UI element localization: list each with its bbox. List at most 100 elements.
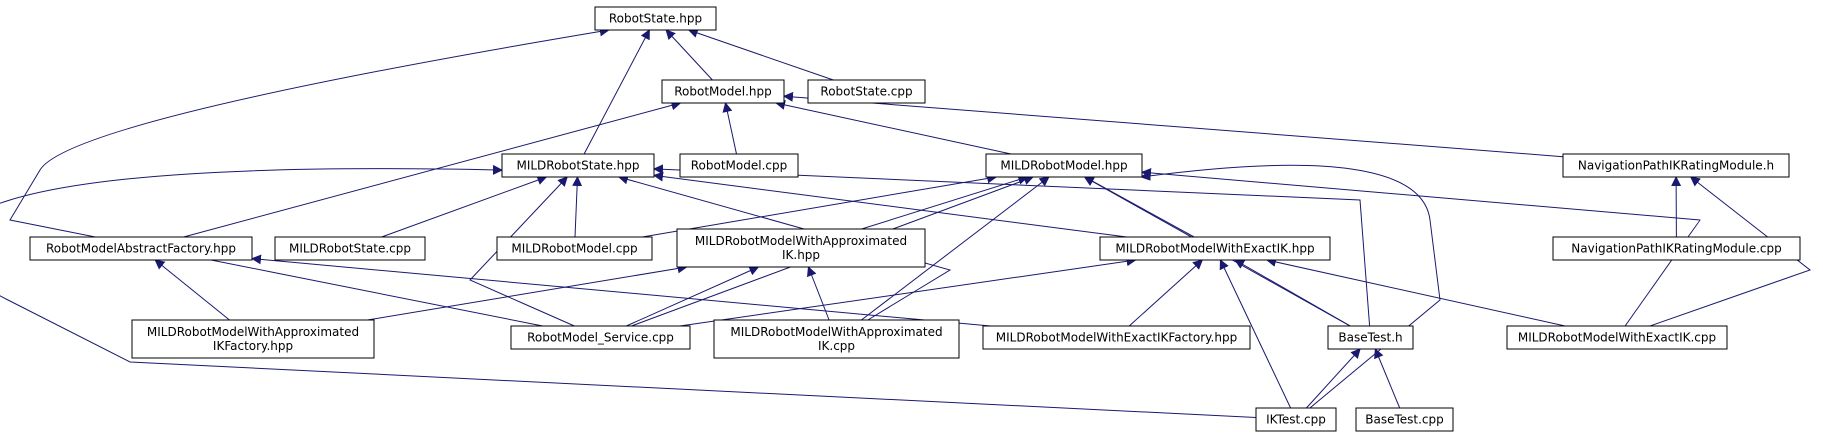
node-box [496, 236, 653, 261]
node-box [1355, 407, 1454, 432]
node-label: MILDRobotModelWithApproximated [147, 325, 359, 339]
node-mildexactik-hpp[interactable]: MILDRobotModelWithExactIK.hpp [1099, 236, 1331, 261]
node-box [679, 153, 799, 178]
edge-iktest-cpp-to-mildrobotmodel-hpp [1140, 164, 1441, 409]
node-box [29, 236, 253, 261]
edge-robotmodelabstractfactory-hpp-to-robotmodel-hpp [183, 100, 682, 238]
node-navpathikrating-h[interactable]: NavigationPathIKRatingModule.h [1562, 153, 1790, 178]
node-mildrobotstate-cpp[interactable]: MILDRobotState.cpp [274, 236, 426, 261]
node-label: NavigationPathIKRatingModule.cpp [1571, 242, 1781, 256]
node-label: BaseTest.h [1338, 331, 1402, 345]
edge-basetest-h-to-mildexactik-hpp [1234, 259, 1351, 327]
edge-mildexactik-hpp-to-mildrobotstate-hpp [653, 171, 1127, 238]
node-label: MILDRobotModelWithExactIK.cpp [1518, 331, 1716, 345]
node-box [274, 236, 426, 261]
node-box [1255, 407, 1337, 432]
node-robotstate-cpp[interactable]: RobotState.cpp [807, 79, 926, 104]
node-box [1327, 325, 1414, 350]
node-label: RobotModel_Service.cpp [527, 331, 674, 345]
node-label: NavigationPathIKRatingModule.h [1578, 159, 1774, 173]
edge-basetest-h-to-mildrobotstate-hpp [653, 164, 1371, 327]
edge-mildapproxik-hpp-to-mildrobotmodel-hpp [861, 174, 1029, 230]
node-robotmodelabstractfactory-hpp[interactable]: RobotModelAbstractFactory.hpp [29, 236, 253, 261]
edge-mildrobotmodel-cpp-to-mildrobotstate-hpp [572, 176, 583, 238]
node-box [1099, 236, 1331, 261]
node-label: IKTest.cpp [1266, 413, 1326, 427]
node-box [807, 79, 926, 104]
edge-mildexactik-cpp-to-mildexactik-hpp [1265, 257, 1566, 327]
node-basetest-h[interactable]: BaseTest.h [1327, 325, 1414, 350]
edge-robotmodel-service-cpp-to-robotstate-hpp [9, 26, 610, 327]
node-box [131, 319, 375, 359]
edge-mildrobotmodel-hpp-to-robotmodel-hpp [775, 100, 1012, 155]
node-box [501, 153, 655, 178]
node-mildapproxikfactory-hpp[interactable]: MILDRobotModelWithApproximatedIKFactory.… [131, 319, 375, 359]
node-label: IKFactory.hpp [213, 339, 293, 353]
edge-basetest-cpp-to-basetest-h [1374, 348, 1401, 409]
node-box [594, 6, 717, 31]
edge-mildrobotstate-hpp-to-robotstate-hpp [583, 29, 650, 155]
node-label: MILDRobotModelWithExactIKFactory.hpp [996, 331, 1237, 345]
edge-robotmodel-cpp-to-robotmodel-hpp [722, 102, 737, 155]
node-mildexactik-cpp[interactable]: MILDRobotModelWithExactIK.cpp [1506, 325, 1728, 350]
edge-robotmodel-service-cpp-to-mildexactik-hpp [679, 256, 1137, 327]
edge-robotmodel-service-cpp-to-mildapproxik-hpp [626, 266, 760, 327]
node-label: MILDRobotState.cpp [289, 242, 411, 256]
node-label: MILDRobotModel.hpp [1000, 159, 1127, 173]
edge-mildapproxik-cpp-to-mildrobotmodel-hpp [861, 176, 1050, 321]
edges-layer [0, 26, 1812, 418]
node-label: RobotState.hpp [609, 12, 702, 26]
node-mildexactikfactory-hpp[interactable]: MILDRobotModelWithExactIKFactory.hpp [982, 325, 1251, 350]
node-label: MILDRobotModelWithApproximated [695, 234, 907, 248]
node-robotmodel-cpp[interactable]: RobotModel.cpp [679, 153, 799, 178]
edge-robotstate-cpp-to-robotstate-hpp [687, 28, 834, 81]
node-label: IK.hpp [782, 248, 820, 262]
node-box [676, 228, 926, 268]
node-label: MILDRobotModel.cpp [511, 242, 637, 256]
node-mildrobotmodel-hpp[interactable]: MILDRobotModel.hpp [985, 153, 1143, 178]
node-navpathikrating-cpp[interactable]: NavigationPathIKRatingModule.cpp [1552, 236, 1801, 261]
node-robotstate-hpp[interactable]: RobotState.hpp [594, 6, 717, 31]
node-mildrobotmodel-cpp[interactable]: MILDRobotModel.cpp [496, 236, 653, 261]
node-label: RobotState.cpp [820, 85, 912, 99]
node-box [985, 153, 1143, 178]
edge-mildexactikfactory-hpp-to-mildexactik-hpp [1128, 259, 1204, 327]
node-label: RobotModel.cpp [691, 159, 787, 173]
node-mildrobotstate-hpp[interactable]: MILDRobotState.hpp [501, 153, 655, 178]
node-label: RobotModelAbstractFactory.hpp [46, 242, 236, 256]
node-robotmodel-service-cpp[interactable]: RobotModel_Service.cpp [510, 325, 691, 350]
edge-mildrobotstate-cpp-to-mildrobotstate-hpp [381, 175, 548, 238]
edge-mildexactikfactory-hpp-to-robotmodelabstractfactory-hpp [251, 254, 991, 327]
edge-iktest-cpp-to-basetest-h [1306, 348, 1361, 409]
node-label: MILDRobotModelWithApproximated [730, 325, 942, 339]
node-box [982, 325, 1251, 350]
node-box [1552, 236, 1801, 261]
node-box [1562, 153, 1790, 178]
edge-mildapproxik-cpp-to-mildapproxik-hpp [807, 266, 830, 321]
node-label: RobotModel.hpp [674, 85, 772, 99]
edge-robotmodel-hpp-to-robotstate-hpp [665, 29, 713, 81]
node-box [713, 319, 960, 359]
edge-mildapproxikfactory-hpp-to-robotmodelabstractfactory-hpp [154, 259, 230, 321]
edge-navpathikrating-h-to-robotmodel-hpp [783, 91, 1564, 158]
edge-mildapproxikfactory-hpp-to-mildapproxik-hpp [367, 263, 688, 321]
edge-iktest-cpp-to-mildexactik-hpp [1219, 259, 1292, 409]
node-iktest-cpp[interactable]: IKTest.cpp [1255, 407, 1337, 432]
node-box [510, 325, 691, 350]
edge-mildexactik-cpp-to-mildrobotmodel-hpp [1141, 167, 1701, 327]
node-label: MILDRobotState.hpp [516, 159, 639, 173]
node-robotmodel-hpp[interactable]: RobotModel.hpp [661, 79, 785, 104]
edge-mildrobotmodel-cpp-to-mildrobotmodel-hpp [642, 173, 998, 238]
node-label: MILDRobotModelWithExactIK.hpp [1115, 242, 1314, 256]
node-basetest-cpp[interactable]: BaseTest.cpp [1355, 407, 1454, 432]
node-box [1506, 325, 1728, 350]
node-label: BaseTest.cpp [1365, 413, 1444, 427]
edge-iktest-cpp-to-mildrobotstate-hpp [0, 164, 1257, 418]
node-label: IK.cpp [818, 339, 855, 353]
edge-mildapproxik-cpp-to-mildrobotstate-hpp [617, 174, 952, 321]
node-box [661, 79, 785, 104]
